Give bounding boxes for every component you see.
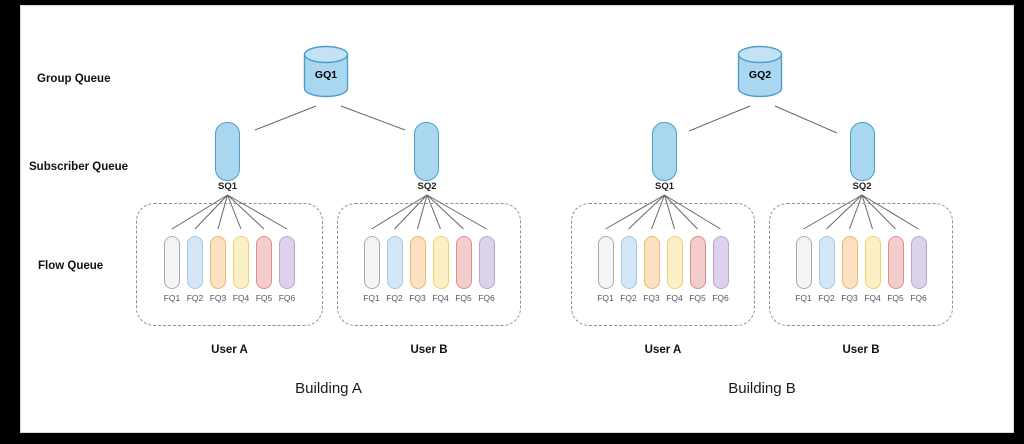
flow-queue-label-fq5: FQ5 (455, 293, 472, 303)
flow-queue-label-fq6: FQ6 (910, 293, 927, 303)
building-a-user-a-label: User A (211, 344, 248, 356)
building-a-sq2-pill (414, 122, 439, 181)
building-b-user-a-label: User A (644, 344, 682, 356)
building-b-user-a-box: FQ1 FQ2 FQ3 FQ4 FQ5 FQ6 (571, 203, 755, 326)
flow-queue-pill-fq2 (386, 236, 403, 289)
flow-queue-label-fq3: FQ3 (643, 293, 660, 303)
flow-queue-label-fq2: FQ2 (386, 293, 403, 303)
flow-queue-pill-fq2 (620, 236, 637, 289)
flow-queue-label-fq3: FQ3 (409, 293, 426, 303)
flow-queue-pill-fq3 (643, 236, 660, 289)
flow-queue-pill-fq5 (455, 236, 472, 289)
flow-queue-pill-fq1 (795, 236, 812, 289)
flow-queue-label-fq1: FQ1 (163, 293, 181, 303)
flow-queue-label-fq5: FQ5 (887, 293, 904, 303)
flow-queue-row: FQ1 FQ2 FQ3 FQ4 FQ5 FQ6 (338, 236, 520, 303)
flow-queue-label-fq1: FQ1 (795, 293, 812, 303)
flow-queue-label-fq2: FQ2 (186, 293, 204, 303)
building-b-gq2-label: GQ2 (748, 69, 772, 81)
building-a-sq1-label: SQ1 (217, 181, 237, 192)
building-b-user-b-box: FQ1 FQ2 FQ3 FQ4 FQ5 FQ6 (769, 203, 953, 326)
flow-queue-pill-fq6 (910, 236, 927, 289)
flow-queue-label-fq1: FQ1 (363, 293, 380, 303)
flow-queue-row: FQ1 FQ2 FQ3 FQ4 FQ5 FQ6 (572, 236, 754, 303)
building-b-user-b-label: User B (842, 344, 880, 356)
flow-queue-pill-fq1 (597, 236, 614, 289)
flow-queue-label-fq5: FQ5 (255, 293, 273, 303)
flow-queue-pill-fq4 (432, 236, 449, 289)
flow-queue-label-fq6: FQ6 (478, 293, 495, 303)
building-a-user-b-label: User B (410, 344, 448, 356)
flow-queue-row: FQ1 FQ2 FQ3 FQ4 FQ5 FQ6 (137, 236, 322, 303)
flow-queue-pill-fq5 (256, 236, 272, 289)
flow-queue-pill-fq2 (187, 236, 203, 289)
flow-queue-pill-fq4 (233, 236, 249, 289)
flow-queue-label-fq4: FQ4 (864, 293, 881, 303)
flow-queue-pill-fq5 (689, 236, 706, 289)
building-a-user-b-box: FQ1 FQ2 FQ3 FQ4 FQ5 FQ6 (337, 203, 521, 326)
cylinder-shape-icon (737, 45, 783, 98)
building-b-label: Building B (728, 380, 796, 397)
flow-queue-pill-fq5 (887, 236, 904, 289)
flow-queue-label-fq5: FQ5 (689, 293, 706, 303)
flow-queue-pill-fq1 (164, 236, 180, 289)
building-a-gq1-cylinder: GQ1 (303, 45, 349, 98)
building-a-sq2-label: SQ2 (417, 181, 437, 192)
row-label-group-queue: Group Queue (37, 73, 111, 85)
row-label-flow-queue: Flow Queue (38, 260, 104, 272)
flow-queue-pill-fq3 (409, 236, 426, 289)
flow-queue-pill-fq4 (666, 236, 683, 289)
flow-queue-pill-fq3 (841, 236, 858, 289)
flow-queue-row: FQ1 FQ2 FQ3 FQ4 FQ5 FQ6 (770, 236, 952, 303)
flow-queue-pill-fq3 (210, 236, 226, 289)
building-a-user-a-box: FQ1 FQ2 FQ3 FQ4 FQ5 FQ6 (136, 203, 323, 326)
flow-queue-label-fq4: FQ4 (432, 293, 449, 303)
flow-queue-label-fq2: FQ2 (620, 293, 637, 303)
flow-queue-label-fq2: FQ2 (818, 293, 835, 303)
cylinder-shape-icon (303, 45, 349, 98)
flow-queue-label-fq6: FQ6 (712, 293, 729, 303)
flow-queue-pill-fq6 (478, 236, 495, 289)
flow-queue-label-fq1: FQ1 (597, 293, 614, 303)
building-b-sq2-label: SQ2 (852, 181, 872, 192)
building-a-gq1-label: GQ1 (314, 69, 338, 81)
flow-queue-label-fq4: FQ4 (232, 293, 250, 303)
flow-queue-label-fq3: FQ3 (209, 293, 227, 303)
flow-queue-pill-fq6 (712, 236, 729, 289)
flow-queue-label-fq6: FQ6 (278, 293, 296, 303)
building-a-sq1-pill (215, 122, 240, 181)
flow-queue-label-fq4: FQ4 (666, 293, 683, 303)
building-b-gq2-cylinder: GQ2 (737, 45, 783, 98)
flow-queue-pill-fq2 (818, 236, 835, 289)
building-b-sq2-pill (850, 122, 875, 181)
flow-queue-label-fq3: FQ3 (841, 293, 858, 303)
building-a-label: Building A (295, 380, 362, 397)
flow-queue-pill-fq4 (864, 236, 881, 289)
building-b-sq1-label: SQ1 (654, 181, 674, 192)
row-label-subscriber-queue: Subscriber Queue (29, 161, 129, 173)
flow-queue-pill-fq6 (279, 236, 295, 289)
flow-queue-pill-fq1 (363, 236, 380, 289)
building-b-sq1-pill (652, 122, 677, 181)
